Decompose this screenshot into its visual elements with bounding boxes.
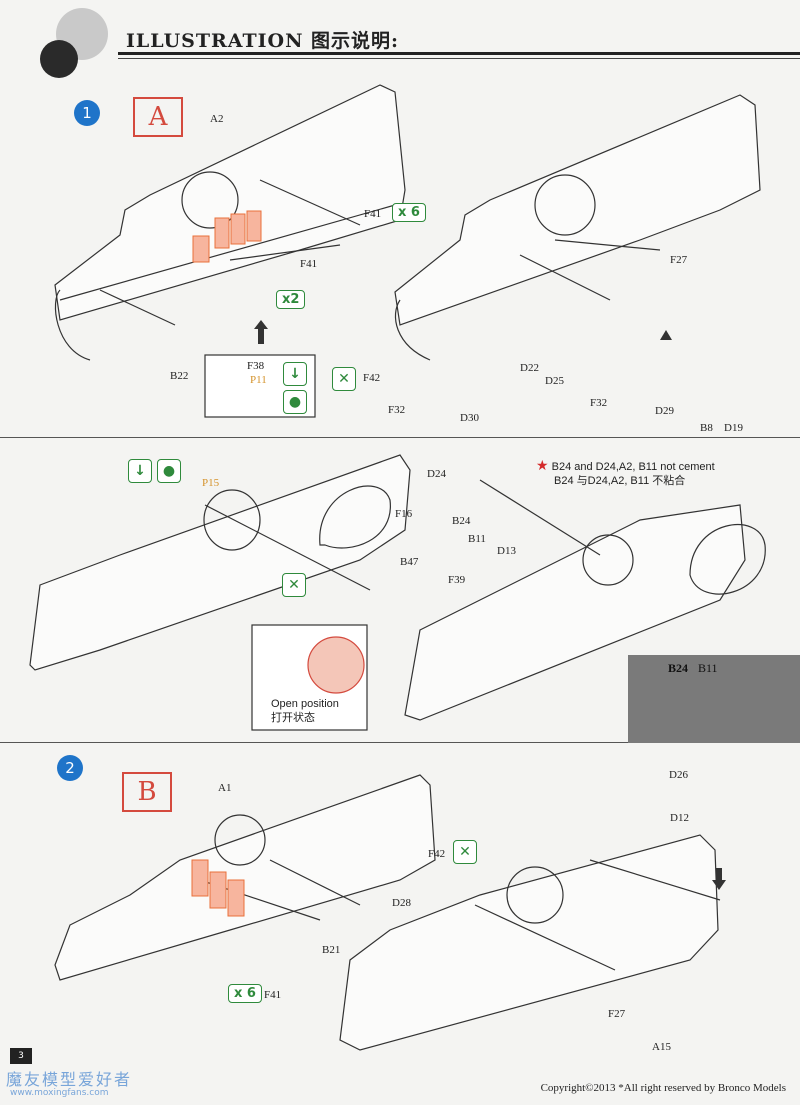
- label-b22: B22: [170, 370, 189, 382]
- label-a1: A1: [218, 782, 232, 794]
- note-en: B24 and D24,A2, B11 not cement: [551, 461, 715, 473]
- reference-photo: B24 B11: [628, 655, 800, 743]
- step-number-2: 2: [57, 755, 83, 781]
- label-f42-b: F42: [428, 848, 446, 860]
- bend-icon: ●: [283, 390, 307, 414]
- label-f41-b: F41: [264, 989, 282, 1001]
- quantity-badge-x2: x2: [276, 290, 306, 309]
- label-a2: A2: [210, 113, 224, 125]
- fold-icon: ↓: [283, 362, 307, 386]
- label-f32-left: F32: [388, 404, 406, 416]
- header-rule: [118, 52, 800, 55]
- no-cement-icon-3: ✕: [453, 840, 477, 864]
- label-d24: D24: [427, 468, 446, 480]
- label-d30: D30: [460, 412, 479, 424]
- label-f16: F16: [395, 508, 413, 520]
- label-f38: F38: [247, 360, 265, 372]
- label-f27-b: F27: [608, 1008, 626, 1020]
- header-decor-circle-dark: [40, 40, 78, 78]
- note-cn: B24 与D24,A2, B11 不粘合: [554, 475, 686, 487]
- inset-caption-cn: 打开状态: [271, 712, 315, 724]
- step-number-1: 1: [74, 100, 100, 126]
- label-f39: F39: [448, 574, 466, 586]
- fold-icon-2: ↓: [128, 459, 152, 483]
- label-d12: D12: [670, 812, 689, 824]
- label-b21: B21: [322, 944, 341, 956]
- label-f42: F42: [363, 372, 381, 384]
- photo-label-b24: B24: [668, 661, 689, 675]
- bend-icon-2: ●: [157, 459, 181, 483]
- section-divider-2: [0, 742, 800, 743]
- label-f41-top: F41: [364, 208, 382, 220]
- label-d29: D29: [655, 405, 674, 417]
- step-sub-a: A: [133, 97, 183, 137]
- label-f41-left: F41: [300, 258, 318, 270]
- label-d28: D28: [392, 897, 411, 909]
- photo-label-b11: B11: [698, 661, 718, 675]
- star-icon: ★: [536, 457, 549, 473]
- watermark-url: www.moxingfans.com: [10, 1088, 109, 1098]
- label-d26: D26: [669, 769, 688, 781]
- label-d13: D13: [497, 545, 516, 557]
- section-divider-1: [0, 437, 800, 438]
- page-title: ILLUSTRATION 图示说明:: [126, 30, 400, 52]
- label-b8: B8: [700, 422, 713, 434]
- copyright: Copyright©2013 *All right reserved by Br…: [540, 1082, 786, 1094]
- page-number: 3: [10, 1048, 32, 1064]
- label-d22: D22: [520, 362, 539, 374]
- no-cement-icon: ✕: [332, 367, 356, 391]
- label-d19: D19: [724, 422, 743, 434]
- label-d25: D25: [545, 375, 564, 387]
- no-cement-icon-2: ✕: [282, 573, 306, 597]
- label-p15: P15: [202, 477, 220, 489]
- step-sub-b: B: [122, 772, 172, 812]
- header-rule-thin: [118, 58, 800, 59]
- label-f32-right: F32: [590, 397, 608, 409]
- inset-open-position: Open position 打开状态: [271, 697, 339, 725]
- label-a15: A15: [652, 1041, 671, 1053]
- label-b11: B11: [468, 533, 486, 545]
- watermark-text: 魔友模型爱好者: [6, 1070, 133, 1089]
- cement-note: ★ B24 and D24,A2, B11 not cement B24 与D2…: [536, 458, 715, 488]
- label-b24: B24: [452, 515, 471, 527]
- label-b47: B47: [400, 556, 419, 568]
- label-p11: P11: [250, 374, 267, 386]
- inset-caption-en: Open position: [271, 698, 339, 710]
- quantity-badge-x6: x 6: [392, 203, 426, 222]
- label-f27: F27: [670, 254, 688, 266]
- quantity-badge-x6-b: x 6: [228, 984, 262, 1003]
